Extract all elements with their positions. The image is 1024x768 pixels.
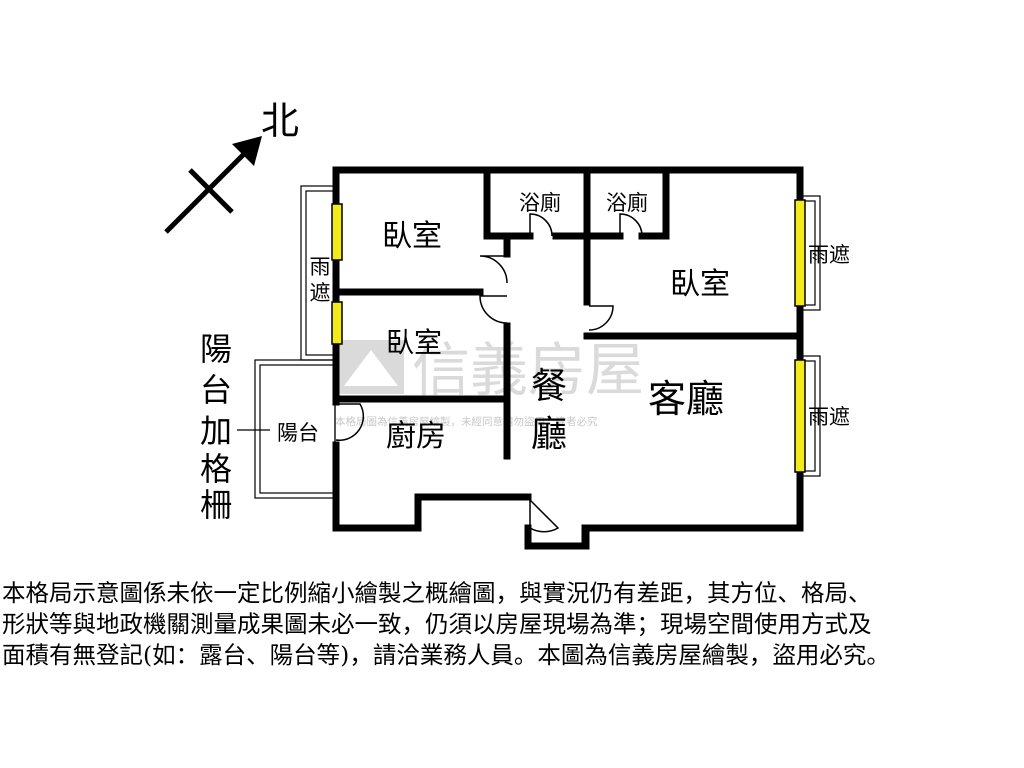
grille-char-5: 柵 bbox=[200, 486, 232, 524]
label-dining-2: 廳 bbox=[531, 414, 567, 455]
door-bath-right bbox=[619, 213, 643, 237]
grille-char-3: 加 bbox=[200, 412, 232, 450]
door-bedroom-top bbox=[479, 255, 508, 284]
label-bedroom-middle: 臥室 bbox=[386, 326, 442, 359]
balcony-inner bbox=[259, 364, 336, 494]
compass-arrow-shaft bbox=[164, 148, 250, 234]
grille-char-2: 台 bbox=[200, 371, 232, 409]
window-left-upper bbox=[331, 203, 343, 261]
balcony-grille-label: 陽 台 加 格 柵 bbox=[200, 330, 232, 524]
label-dining-1: 餐 bbox=[531, 366, 567, 407]
bath-left-wall bbox=[483, 166, 534, 240]
label-bedroom-right: 臥室 bbox=[670, 267, 730, 302]
disclaimer-line-2: 形狀等與地政機關測量成果圖未必一致，仍須以房屋現場為準；現場空間使用方式及 bbox=[2, 610, 872, 638]
windows bbox=[331, 199, 806, 473]
label-living-room: 客廳 bbox=[648, 377, 724, 421]
outer-wall-bottom bbox=[332, 441, 532, 532]
watermark-brand: 信義房屋 bbox=[412, 336, 644, 404]
door-balcony bbox=[335, 403, 365, 441]
north-label: 北 bbox=[261, 99, 299, 143]
watermark: 信義房屋 本格局圖為信義房屋繪製，未經同意請勿盜用，違者必究 bbox=[335, 336, 644, 428]
window-right-upper bbox=[794, 199, 806, 307]
watermark-logo-roof bbox=[344, 350, 398, 386]
room-labels: 臥室 浴廁 浴廁 臥室 臥室 餐 廳 客廳 廚房 陽台 雨 遮 雨遮 雨遮 bbox=[277, 191, 850, 455]
window-left-lower bbox=[331, 301, 343, 345]
label-canopy-right-upper: 雨遮 bbox=[808, 243, 850, 267]
disclaimer-text: 本格局示意圖係未依一定比例縮小繪製之概繪圖，與實況仍有差距，其方位、格局、 形狀… bbox=[2, 578, 1022, 671]
watermark-notice: 本格局圖為信義房屋繪製，未經同意請勿盜用，違者必究 bbox=[335, 415, 598, 428]
door-entry bbox=[529, 498, 560, 533]
label-bedroom-top-left: 臥室 bbox=[382, 219, 442, 254]
compass: 北 bbox=[164, 99, 299, 234]
grille-char-4: 格 bbox=[200, 450, 232, 488]
door-bedroom-right bbox=[588, 305, 614, 331]
disclaimer-line-3: 面積有無登記(如：露台、陽台等)，請洽業務人員。本圖為信義房屋繪製，盜用必究。 bbox=[2, 641, 890, 669]
grille-char-1: 陽 bbox=[200, 330, 232, 368]
doors bbox=[335, 213, 643, 533]
compass-arrow-head bbox=[232, 136, 262, 166]
door-bedroom-middle bbox=[479, 295, 508, 324]
floor-plan-diagram: 北 信義房屋 本格局圖為信義房屋繪製，未經同意請勿盜用，違者必究 bbox=[164, 99, 850, 550]
label-canopy-right-lower: 雨遮 bbox=[808, 405, 850, 429]
label-balcony: 陽台 bbox=[277, 421, 319, 445]
window-right-lower bbox=[794, 359, 806, 473]
label-canopy-left-1: 雨 bbox=[310, 255, 331, 279]
label-bath-left: 浴廁 bbox=[519, 191, 561, 215]
disclaimer-line-1: 本格局示意圖係未依一定比例縮小繪製之概繪圖，與實況仍有差距，其方位、格局、 bbox=[2, 579, 872, 607]
compass-cross-line bbox=[188, 168, 234, 214]
label-bath-right: 浴廁 bbox=[606, 191, 648, 215]
door-bath-left bbox=[529, 213, 553, 237]
label-canopy-left-2: 遮 bbox=[310, 281, 331, 305]
walls bbox=[332, 166, 804, 550]
label-kitchen: 廚房 bbox=[386, 419, 446, 454]
